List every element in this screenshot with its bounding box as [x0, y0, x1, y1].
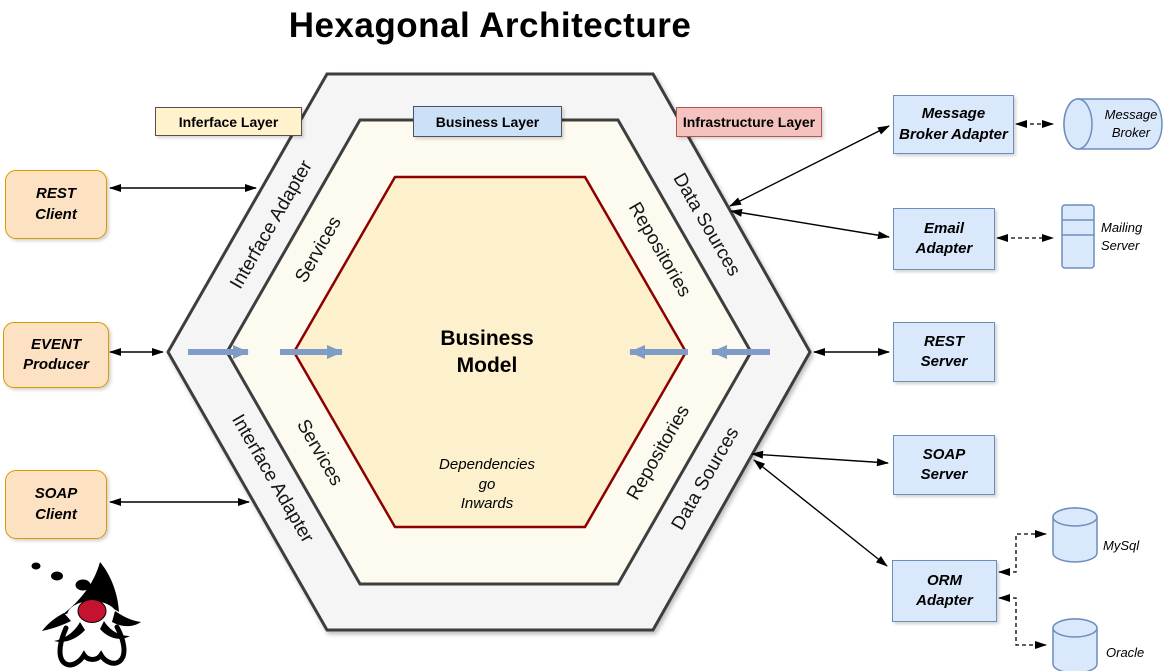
rest-server-box: REST Server	[893, 322, 995, 382]
dashed-connectors	[996, 120, 1054, 649]
business-layer-tag: Business Layer	[413, 106, 562, 137]
soap-server-box: SOAP Server	[893, 435, 995, 495]
message-broker-label: Message Broker	[1104, 107, 1158, 140]
infrastructure-layer-tag: Infrastructure Layer	[676, 107, 822, 137]
message-broker-icon	[1063, 98, 1163, 150]
soap-server-connector	[751, 450, 889, 467]
oracle-label: Oracle	[1106, 645, 1145, 660]
interface-layer-tag: Inferface Layer	[155, 107, 302, 136]
email-adapter-connector	[730, 208, 890, 240]
mysql-label: MySql	[1103, 538, 1140, 553]
mysql-database-icon	[1052, 507, 1098, 563]
rest-client-box: REST Client	[5, 170, 107, 239]
orm-adapter-box: ORM Adapter	[892, 560, 997, 622]
diagram-title: Hexagonal Architecture	[288, 6, 692, 45]
mailing-server-label: Mailing Server	[1101, 220, 1143, 253]
event-producer-box: EVENT Producer	[3, 322, 109, 388]
message-broker-adapter-connector	[729, 125, 890, 207]
mailing-server-icon	[1061, 204, 1095, 269]
message-broker-adapter-box: Message Broker Adapter	[893, 95, 1014, 154]
oracle-dashed-connector	[998, 594, 1047, 649]
email-adapter-box: Email Adapter	[893, 208, 995, 270]
connector-arrows	[109, 125, 890, 567]
soap-client-box: SOAP Client	[5, 470, 107, 539]
oracle-database-icon	[1052, 618, 1098, 671]
business-model-label: Business Model	[440, 327, 534, 378]
duke-mascot-icon	[31, 562, 141, 668]
dependencies-note: Dependencies go Inwards	[439, 456, 535, 512]
mysql-dashed-connector	[998, 530, 1047, 576]
orm-adapter-connector	[753, 459, 888, 567]
